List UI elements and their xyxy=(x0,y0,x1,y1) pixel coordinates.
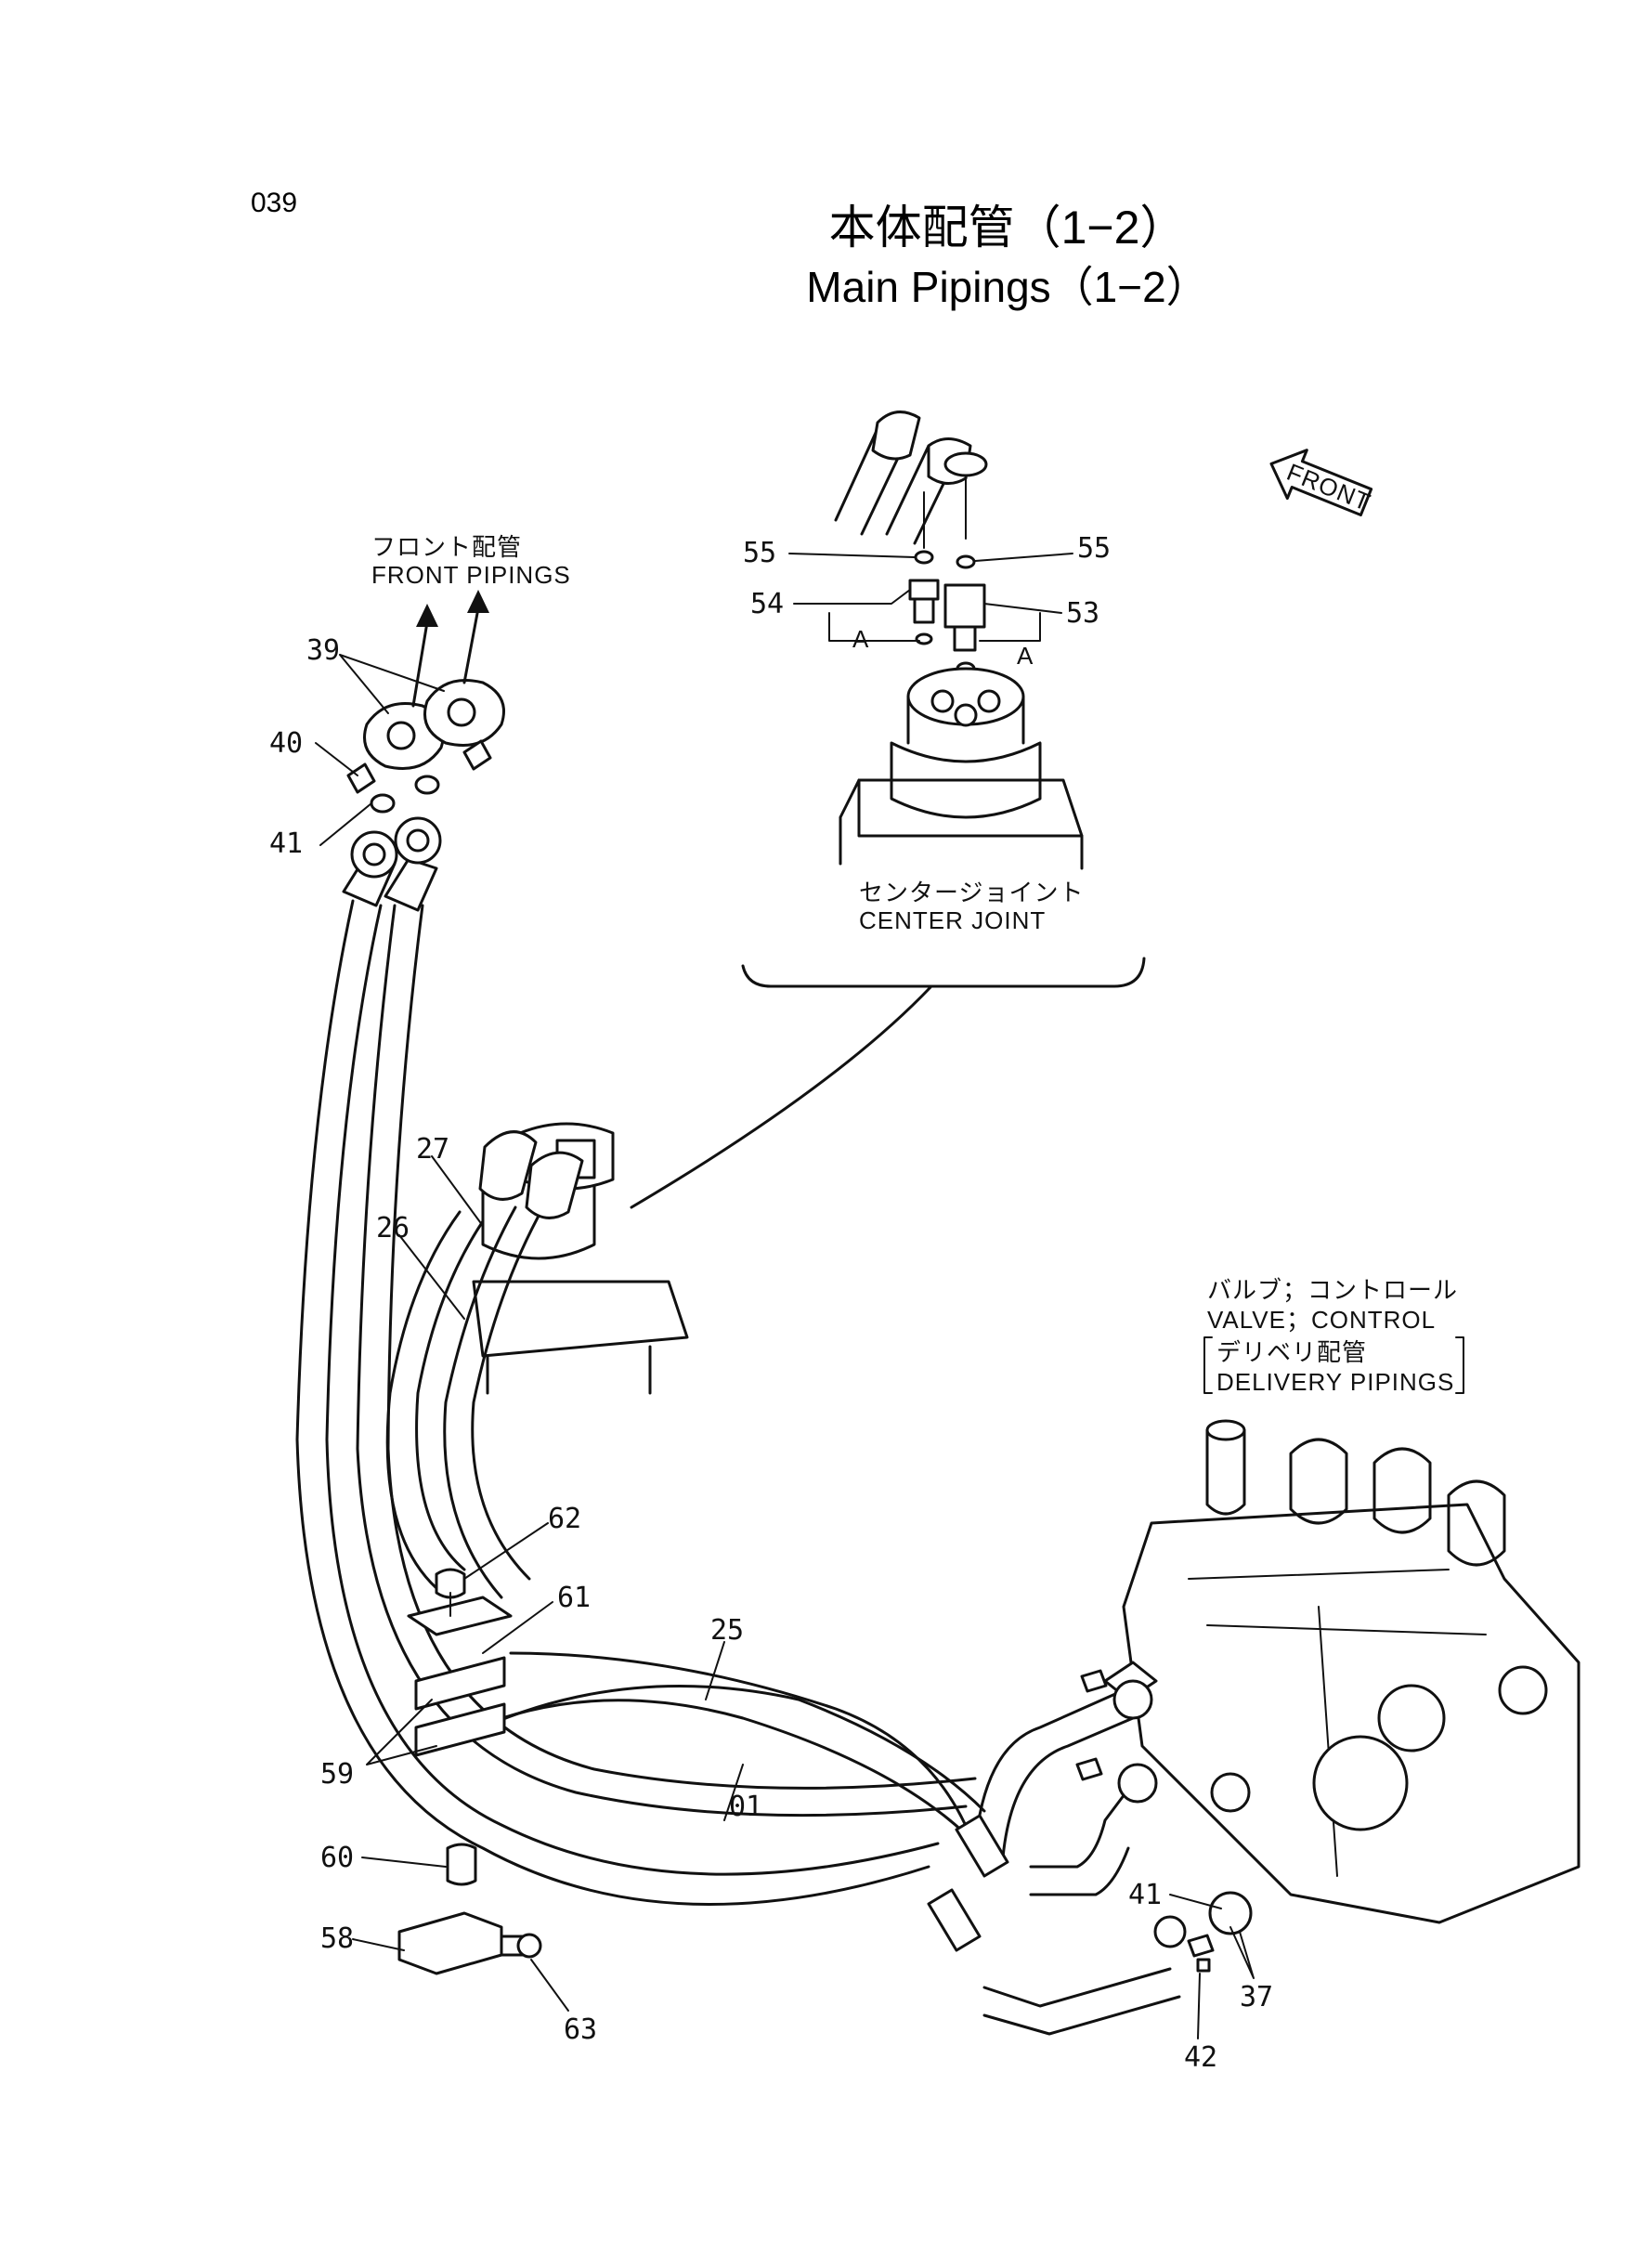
part-62: 62 xyxy=(548,1503,581,1535)
part-01: 01 xyxy=(729,1791,762,1823)
part-40: 40 xyxy=(269,727,303,760)
section-a-right: A xyxy=(1017,642,1034,670)
delivery-pipings-jp: デリベリ配管 xyxy=(1216,1338,1367,1366)
page-number: 039 xyxy=(251,188,297,218)
hose-26-27 xyxy=(385,1130,584,1599)
front-pipings-en: FRONT PIPINGS xyxy=(371,561,571,589)
center-joint-en: CENTER JOINT xyxy=(859,906,1046,934)
leader-lines xyxy=(315,553,1255,2039)
part-26: 26 xyxy=(376,1212,410,1244)
delivery-pipings-en: DELIVERY PIPINGS xyxy=(1216,1368,1454,1396)
delivery-pipes xyxy=(927,1661,1253,2036)
center-joint-detail xyxy=(630,410,1146,1209)
section-a-left: A xyxy=(852,625,869,653)
part-27: 27 xyxy=(416,1133,449,1166)
part-41-top: 41 xyxy=(269,827,303,860)
title-en: Main Pipings（1−2） xyxy=(806,263,1208,311)
control-valve xyxy=(1122,1419,1580,1924)
long-hoses xyxy=(295,816,986,1906)
valve-control-jp: バルブ；コントロール xyxy=(1207,1276,1458,1304)
valve-control-en: VALVE；CONTROL xyxy=(1207,1306,1436,1334)
part-41-bottom: 41 xyxy=(1128,1879,1162,1911)
center-joint-jp: センタージョイント xyxy=(859,879,1084,906)
part-59: 59 xyxy=(320,1758,354,1791)
clamp-assembly xyxy=(397,1568,542,1975)
front-arrow-icon: FRONT xyxy=(1269,449,1375,516)
part-25: 25 xyxy=(710,1614,744,1647)
part-55-left: 55 xyxy=(743,537,776,569)
title-jp: 本体配管（1−2） xyxy=(829,202,1187,254)
part-54: 54 xyxy=(750,588,784,620)
part-37: 37 xyxy=(1240,1981,1273,2013)
part-42: 42 xyxy=(1184,2041,1217,2074)
front-flanges xyxy=(346,590,505,814)
part-55-right: 55 xyxy=(1077,532,1111,565)
part-58: 58 xyxy=(320,1922,354,1955)
delivery-bracket xyxy=(1203,1336,1464,1394)
front-pipings-jp: フロント配管 xyxy=(371,533,522,561)
part-53: 53 xyxy=(1066,597,1099,630)
part-61: 61 xyxy=(557,1582,591,1614)
part-60: 60 xyxy=(320,1842,354,1874)
front-arrow-label: FRONT xyxy=(1283,458,1375,516)
part-63: 63 xyxy=(564,2013,597,2046)
part-39: 39 xyxy=(306,634,340,667)
